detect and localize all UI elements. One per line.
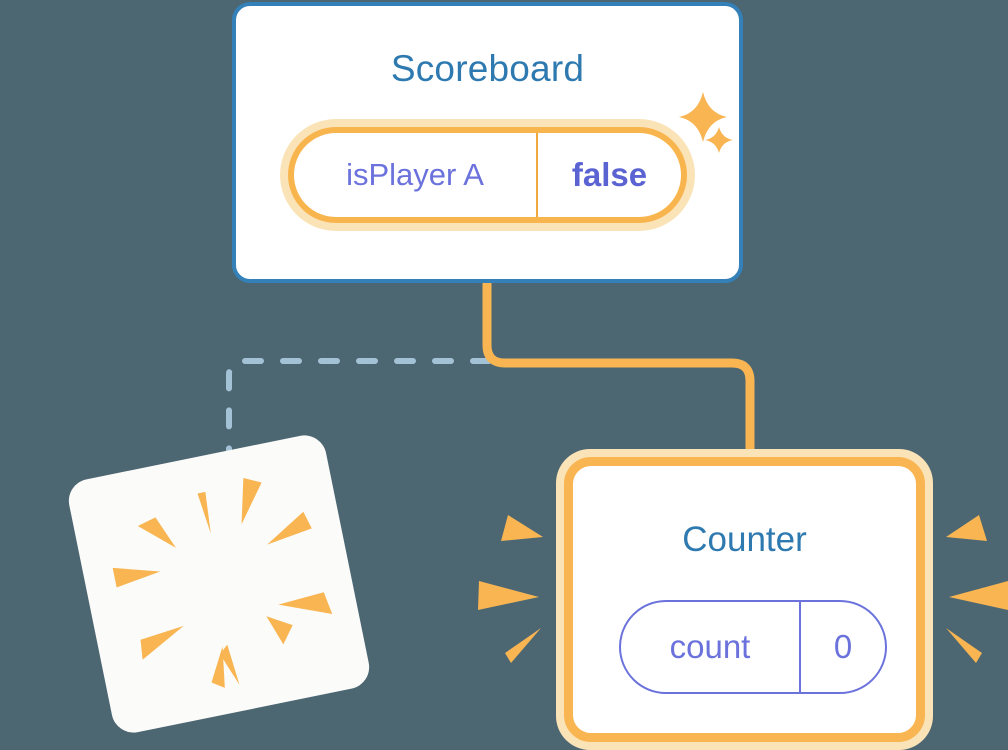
scoreboard-prop-value: false — [571, 156, 648, 193]
burst-ray-9 — [211, 646, 225, 688]
counter-card[interactable]: Counter count 0 — [556, 449, 933, 750]
scoreboard-card[interactable]: Scoreboard isPlayer A false — [232, 2, 743, 283]
burst-ray-5 — [267, 511, 312, 545]
burst-ray-6 — [278, 592, 333, 615]
counter-ray-right-mid — [949, 581, 1008, 610]
scoreboard-prop-pill[interactable]: isPlayer A false — [280, 119, 695, 231]
scoreboard-title: Scoreboard — [390, 48, 585, 89]
counter-ray-right-top — [946, 515, 987, 541]
burst-ray-4 — [112, 567, 161, 588]
counter-ray-right-bottom — [946, 628, 982, 663]
burst-ray-3 — [137, 517, 176, 548]
counter-title: Counter — [682, 520, 807, 559]
burst-ray-7 — [140, 625, 184, 660]
burst-card — [64, 431, 374, 737]
burst-rays-group — [112, 478, 333, 688]
counter-prop-key: count — [621, 602, 801, 692]
counter-ray-left-bottom — [505, 628, 541, 663]
dashed-connector-path — [226, 358, 492, 463]
counter-ray-left-mid — [478, 581, 539, 610]
counter-card-inner: Counter count 0 — [564, 457, 925, 742]
scoreboard-prop-pill-inner: isPlayer A false — [288, 127, 687, 223]
counter-prop-value: 0 — [833, 628, 853, 665]
counter-prop-pill[interactable]: count 0 — [619, 600, 887, 694]
burst-ray-8 — [266, 616, 293, 645]
scoreboard-prop-key: isPlayer A — [294, 133, 538, 217]
sparkle-large-icon — [679, 92, 727, 142]
sparkle-small-icon — [705, 127, 733, 153]
burst-ray-10 — [220, 644, 240, 685]
solid-connector-path — [482, 283, 755, 470]
counter-ray-left-top — [501, 515, 543, 541]
burst-ray-1 — [197, 491, 211, 534]
burst-ray-2 — [241, 478, 262, 525]
